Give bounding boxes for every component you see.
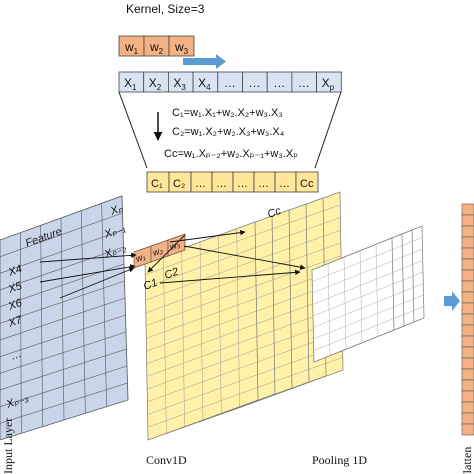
flatten-cell <box>461 203 474 216</box>
mini-kernel-w2: w₂ <box>151 245 164 258</box>
conv1d-label: Conv1D <box>146 453 187 467</box>
trap-left-line <box>118 91 148 169</box>
output-cell-2: C₂ <box>168 171 192 193</box>
input-row-label: … <box>9 348 23 363</box>
svg-text:…: … <box>216 178 227 190</box>
flatten-cell <box>461 313 474 326</box>
flatten-cell <box>461 401 474 414</box>
svg-text:…: … <box>279 178 290 190</box>
svg-text:C₁: C₁ <box>151 178 163 190</box>
input-right-label: Xₚ <box>108 202 125 218</box>
flatten-cell <box>461 258 474 271</box>
slide-arrow-icon <box>183 54 226 69</box>
svg-text:…: … <box>249 76 261 90</box>
conv-label-c1: C1 <box>142 277 159 293</box>
svg-text:…: … <box>195 178 206 190</box>
flatten-cell <box>461 236 474 249</box>
output-cell-3: … <box>190 171 213 193</box>
pool-feature-map <box>311 237 395 363</box>
sequence-cell-6: … <box>242 71 268 93</box>
kernel-cell-2: w2 <box>143 35 170 57</box>
flatten-label: Flatten <box>460 447 474 474</box>
svg-text:…: … <box>273 76 285 90</box>
svg-text:…: … <box>258 178 269 190</box>
flatten-cell <box>461 423 474 436</box>
sequence-cell-9: Xp <box>316 71 342 93</box>
output-cell-6: … <box>253 171 276 193</box>
pooling-label: Pooling 1D <box>312 453 367 467</box>
flatten-cell <box>461 247 474 260</box>
flatten-cell <box>461 390 474 403</box>
output-cell-7: … <box>274 171 297 193</box>
sequence-cell-1: X1 <box>118 71 145 93</box>
flatten-cell <box>461 335 474 348</box>
flatten-arrow-icon <box>444 291 460 311</box>
svg-text:C₂: C₂ <box>173 178 185 190</box>
svg-text:…: … <box>224 76 236 90</box>
conv-feature-map <box>144 221 259 441</box>
equation-1: C₁=w₁.X₁+w₂.X₂+w₃.X₃ <box>172 107 283 119</box>
sequence-cell-8: … <box>291 71 317 93</box>
sequence-cell-4: X4 <box>192 71 219 93</box>
flatten-cell <box>461 291 474 304</box>
flatten-cell <box>461 379 474 392</box>
trap-right-line <box>314 91 342 169</box>
sequence-cell-3: X3 <box>167 71 194 93</box>
flatten-cell <box>461 269 474 282</box>
sequence-cell-5: … <box>217 71 243 93</box>
svg-text:…: … <box>298 76 310 90</box>
flatten-cell <box>461 225 474 238</box>
equation-3: Cᴄ=w₁.Xₚ₋₂+w₂.Xₚ₋₁+w₃.Xₚ <box>164 148 298 160</box>
sequence-cell-7: … <box>266 71 293 93</box>
flatten-cell <box>461 346 474 359</box>
input-layer-label: Input Layer <box>1 418 15 474</box>
flatten-cell <box>461 324 474 337</box>
kernel-cell-1: w1 <box>118 35 145 57</box>
sequence-cell-2: X2 <box>143 71 169 93</box>
svg-text:Cᴄ: Cᴄ <box>300 178 314 190</box>
output-sequence: C₁ C₂ … … … … … Cᴄ <box>146 171 319 193</box>
flatten-cell <box>461 214 474 227</box>
input-row-label: X6 <box>6 297 25 314</box>
output-cell-5: … <box>232 171 255 193</box>
conv-label-c2: C2 <box>163 266 180 282</box>
flatten-cell <box>461 280 474 293</box>
conv-label-cc: Cc <box>266 205 283 221</box>
kernel-cell-3: w3 <box>168 35 195 57</box>
flatten-cell <box>461 368 474 381</box>
connection-arrows <box>39 229 306 299</box>
output-cell-4: … <box>211 171 234 193</box>
flatten-cell <box>461 412 474 425</box>
flatten-cell <box>461 357 474 370</box>
mini-kernel-w1: w₁ <box>134 251 146 264</box>
kernel-title: Kernel, Size=3 <box>126 2 205 16</box>
input-row-label: X4 <box>6 263 24 279</box>
flatten-layer <box>461 203 474 436</box>
input-row-label: X7 <box>6 314 25 331</box>
input-row-label: X5 <box>6 280 25 297</box>
flatten-cell <box>461 302 474 315</box>
output-cell-8: Cᴄ <box>295 171 319 193</box>
svg-text:…: … <box>237 178 248 190</box>
output-cell-1: C₁ <box>146 171 170 193</box>
equation-2: C₂=w₁.X₂+w₂.X₃+w₃.X₄ <box>172 126 285 138</box>
conv1d-feature-maps <box>144 191 344 441</box>
pooling-feature-maps <box>311 225 425 363</box>
